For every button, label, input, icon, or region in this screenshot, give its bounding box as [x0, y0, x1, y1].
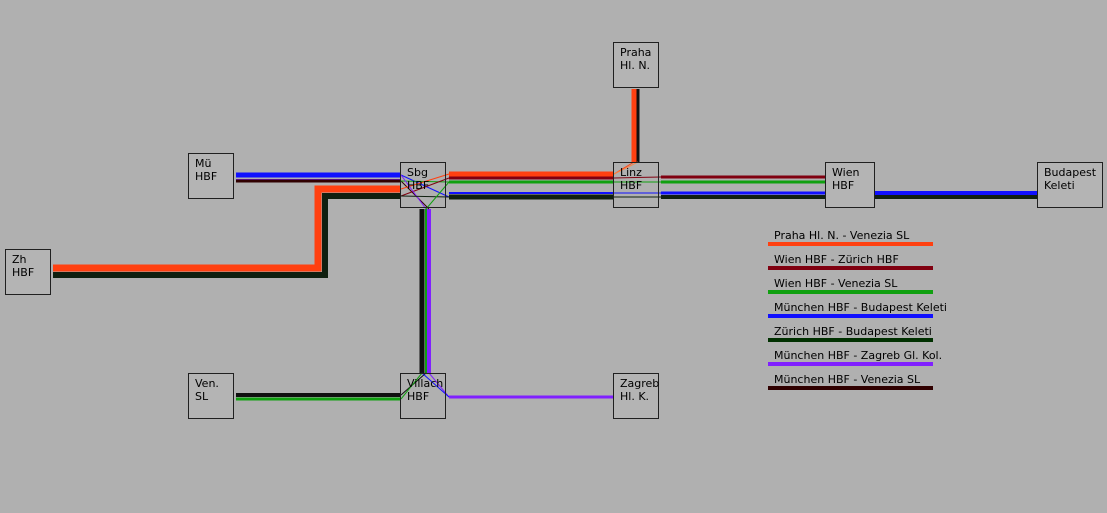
legend-label: Zürich HBF - Budapest Keleti [774, 325, 932, 338]
station-salzburg-name: Sbg [407, 166, 428, 179]
station-zagreb-name: Zagreb [620, 377, 660, 390]
station-wien-name: Wien [832, 166, 860, 179]
station-munchen[interactable]: Mü HBF [188, 153, 234, 199]
station-munchen-name: Mü [195, 157, 212, 170]
station-venezia[interactable]: Ven. SL [188, 373, 234, 419]
legend-swatch [768, 386, 933, 390]
track-zh-sbg-black [53, 193, 401, 278]
station-linz-sub: HBF [620, 179, 643, 192]
track-zh-sbg-red [53, 185, 401, 272]
legend-route-praha-venezia[interactable]: Praha Hl. N. - Venezia SL [768, 228, 958, 252]
legend-route-wien-venezia[interactable]: Wien HBF - Venezia SL [768, 276, 958, 300]
legend-route-wien-zurich[interactable]: Wien HBF - Zürich HBF [768, 252, 958, 276]
station-linz-name: Linz [620, 166, 642, 179]
legend-label: München HBF - Zagreb Gl. Kol. [774, 349, 943, 362]
legend-label: München HBF - Venezia SL [774, 373, 921, 386]
station-praha[interactable]: Praha Hl. N. [613, 42, 659, 88]
station-villach-sub: HBF [407, 390, 430, 403]
station-wien-sub: HBF [832, 179, 855, 192]
legend-route-munchen-budapest[interactable]: München HBF - Budapest Keleti [768, 300, 958, 324]
station-linz[interactable]: Linz HBF [613, 162, 659, 208]
station-zurich[interactable]: Zh HBF [5, 249, 51, 295]
legend-swatch [768, 362, 933, 366]
legend-label: München HBF - Budapest Keleti [774, 301, 947, 314]
legend-route-munchen-venezia[interactable]: München HBF - Venezia SL [768, 372, 958, 396]
station-venezia-sub: SL [195, 390, 209, 403]
station-budapest-sub: Keleti [1044, 179, 1075, 192]
station-venezia-name: Ven. [195, 377, 219, 390]
route-legend: Praha Hl. N. - Venezia SL Wien HBF - Zür… [768, 228, 958, 396]
legend-route-zurich-budapest[interactable]: Zürich HBF - Budapest Keleti [768, 324, 958, 348]
station-salzburg-sub: HBF [407, 179, 430, 192]
station-praha-name: Praha [620, 46, 652, 59]
legend-route-munchen-zagreb[interactable]: München HBF - Zagreb Gl. Kol. [768, 348, 958, 372]
station-villach-name: Villach [407, 377, 444, 390]
legend-label: Praha Hl. N. - Venezia SL [774, 229, 910, 242]
legend-swatch [768, 338, 933, 342]
station-munchen-sub: HBF [195, 170, 218, 183]
station-zagreb[interactable]: Zagreb Hl. K. [613, 373, 659, 419]
station-zagreb-sub: Hl. K. [620, 390, 650, 403]
legend-label: Wien HBF - Venezia SL [774, 277, 898, 290]
station-zurich-name: Zh [12, 253, 27, 266]
station-villach[interactable]: Villach HBF [400, 373, 446, 419]
station-wien[interactable]: Wien HBF [825, 162, 875, 208]
station-zurich-sub: HBF [12, 266, 35, 279]
station-budapest[interactable]: Budapest Keleti [1037, 162, 1103, 208]
legend-swatch [768, 266, 933, 270]
legend-swatch [768, 314, 933, 318]
legend-swatch [768, 290, 933, 294]
station-salzburg[interactable]: Sbg HBF [400, 162, 446, 208]
legend-swatch [768, 242, 933, 246]
legend-label: Wien HBF - Zürich HBF [774, 253, 899, 266]
station-praha-sub: Hl. N. [620, 59, 651, 72]
station-budapest-name: Budapest [1044, 166, 1097, 179]
